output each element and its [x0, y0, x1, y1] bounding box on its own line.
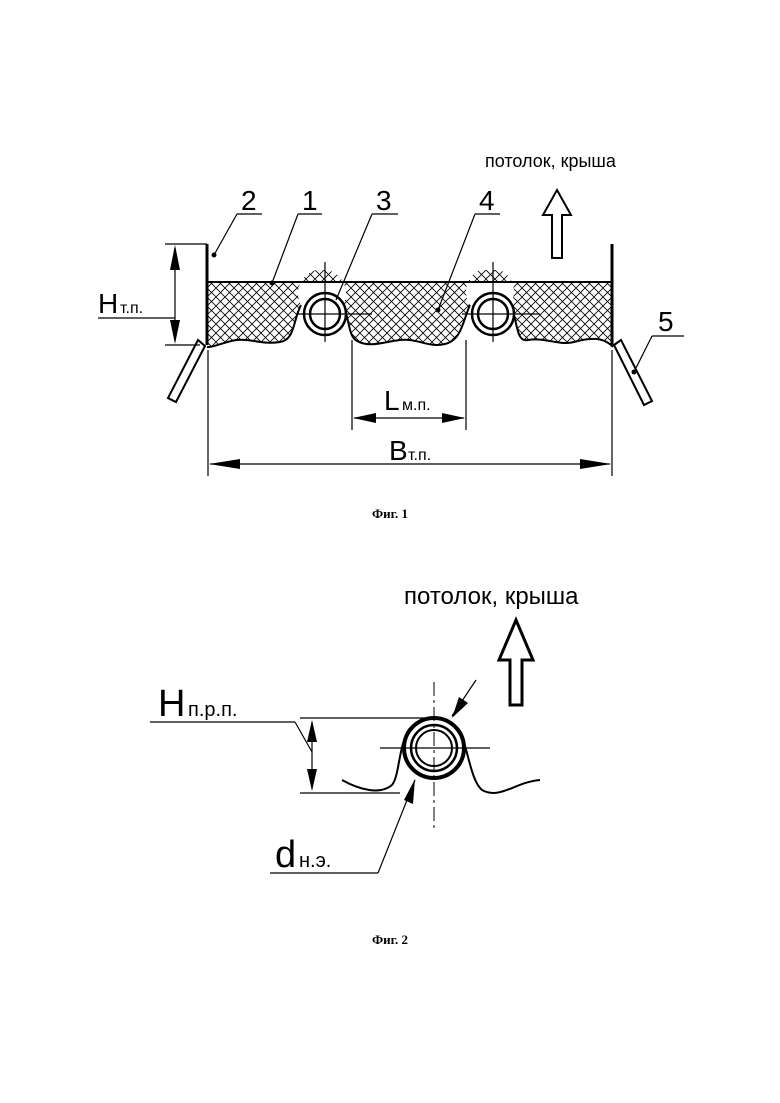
- fig2-heating-element: [380, 682, 490, 830]
- fig2-up-arrow-icon: [499, 620, 533, 705]
- fig1-width-label-sub: т.п.: [408, 447, 431, 464]
- callout-2: 2: [241, 185, 257, 216]
- fig1-insulation-fill: [200, 270, 620, 360]
- fig1-height-label-main: H: [98, 288, 118, 319]
- fig2-profile-left: [342, 728, 410, 790]
- fig2-caption: Фиг. 2: [372, 932, 408, 947]
- fig1-caption: Фиг. 1: [372, 506, 408, 521]
- figure-1: потолок, крыша: [98, 151, 684, 521]
- figure-2: потолок, крыша H п.р.п.: [150, 583, 579, 947]
- fig2-diameter-label-sub: н.э.: [299, 850, 331, 872]
- fig1-pitch-dimension: L м.п.: [352, 340, 466, 430]
- callout-5: 5: [658, 306, 674, 337]
- callout-4: 4: [479, 185, 495, 216]
- fig1-left-flange: [168, 340, 205, 402]
- fig1-height-dimension: H т.п.: [98, 244, 207, 345]
- fig2-height-dimension: H п.р.п.: [150, 683, 430, 793]
- fig1-pitch-label-main: L: [384, 385, 400, 416]
- fig1-pitch-label-sub: м.п.: [402, 397, 431, 414]
- fig1-up-arrow-icon: [543, 190, 571, 258]
- callout-3: 3: [376, 185, 392, 216]
- fig1-up-label: потолок, крыша: [485, 151, 617, 171]
- fig2-up-label: потолок, крыша: [404, 583, 579, 610]
- callout-1: 1: [302, 185, 318, 216]
- fig2-height-label-main: H: [158, 683, 185, 725]
- fig1-height-label-sub: т.п.: [120, 300, 143, 317]
- fig1-width-label-main: B: [389, 435, 408, 466]
- fig2-diameter-label-main: d: [275, 834, 296, 876]
- fig2-height-label-sub: п.р.п.: [188, 699, 237, 721]
- fig2-profile-right: [458, 728, 540, 793]
